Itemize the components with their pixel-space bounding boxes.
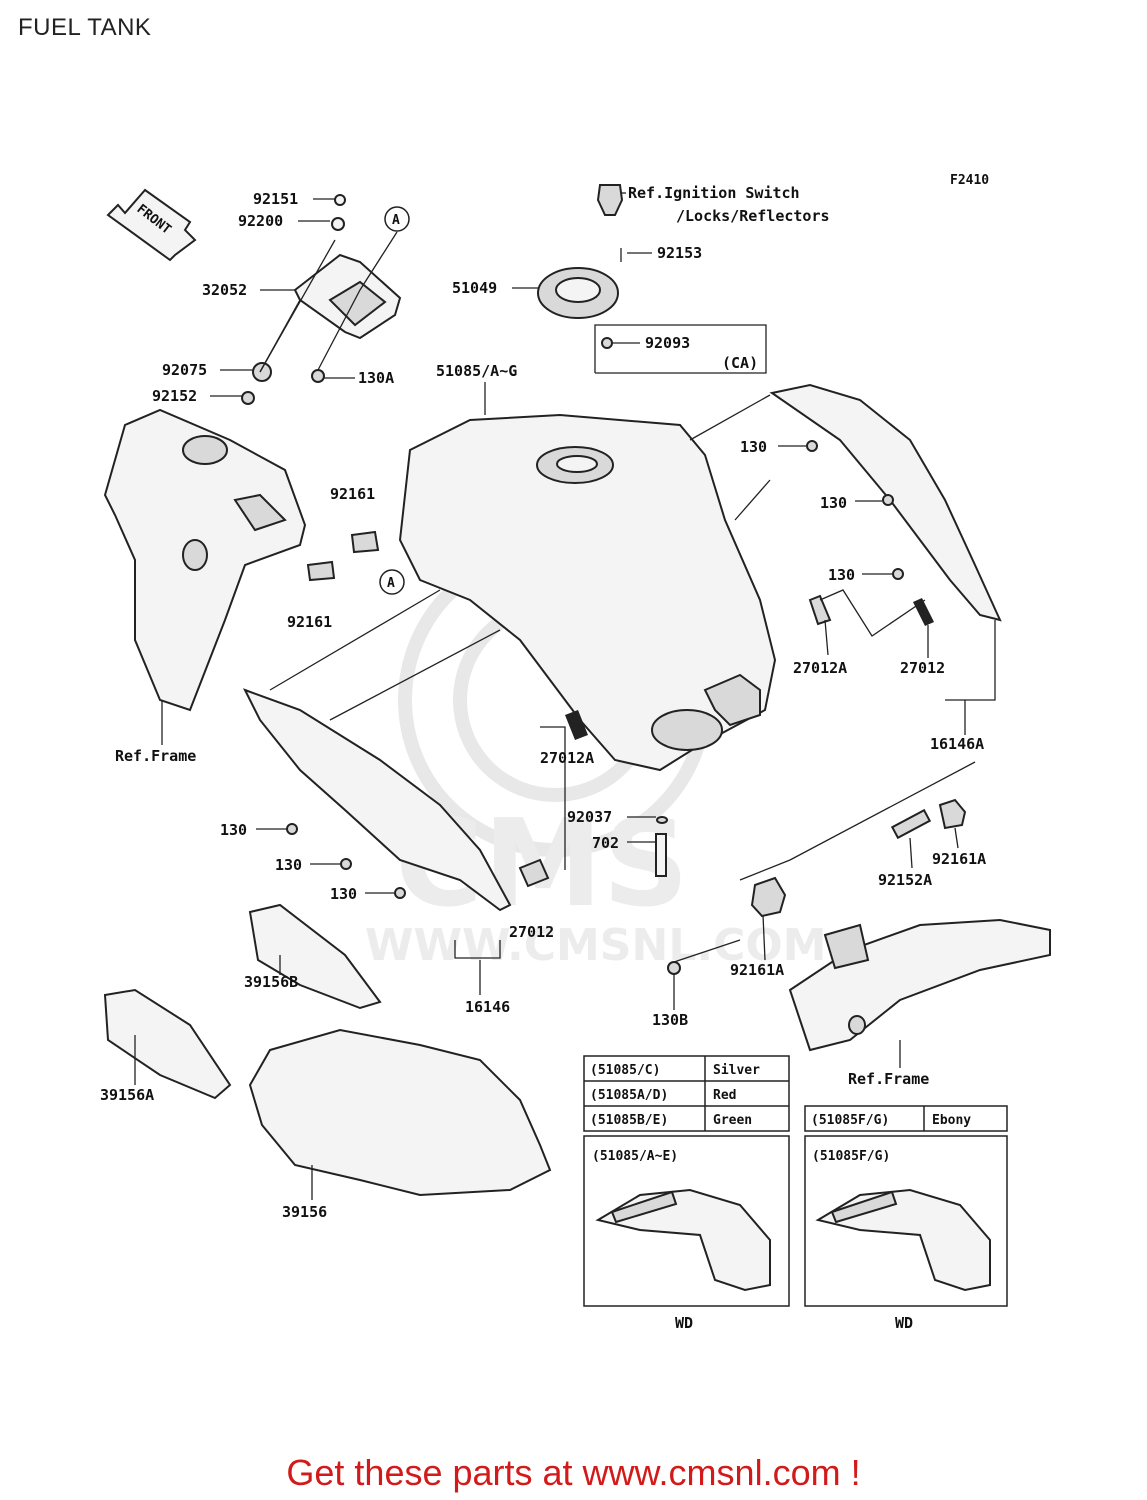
label-ref-frame-1: Ref.Frame <box>115 747 196 765</box>
label-ref-frame-2: Ref.Frame <box>848 1070 929 1088</box>
label-92161A-1: 92161A <box>730 961 784 979</box>
bolt-92151 <box>334 194 346 206</box>
label-92152: 92152 <box>152 387 197 405</box>
insulator-39156A <box>103 988 232 1100</box>
label-CA: (CA) <box>722 354 758 372</box>
label-130-1: 130 <box>740 438 767 456</box>
insulator-39156 <box>248 1028 552 1197</box>
label-130-2: 130 <box>820 494 847 512</box>
washer-92152 <box>241 391 255 405</box>
bolt-130B <box>667 961 681 975</box>
label-32052: 32052 <box>202 281 247 299</box>
ebony-name: Ebony <box>932 1113 971 1128</box>
ignition-lock-icon <box>596 184 624 216</box>
label-130-6: 130 <box>330 885 357 903</box>
variant-right-title: (51085F/G) <box>812 1149 890 1164</box>
label-130-3: 130 <box>828 566 855 584</box>
color-table: (51085/C) Silver (51085A/D) Red (51085B/… <box>583 1055 1008 1132</box>
label-ref-ignition: Ref.Ignition Switch <box>628 184 800 202</box>
callout-a-tank-label: A <box>387 576 395 591</box>
color-name-0: Silver <box>713 1063 760 1078</box>
label-92093: 92093 <box>645 334 690 352</box>
label-92037: 92037 <box>567 808 612 826</box>
color-code-0: (51085/C) <box>590 1063 660 1078</box>
label-130A: 130A <box>358 369 394 387</box>
insulator-39156B <box>248 903 382 1010</box>
watermark-url: WWW.CMSNL.COM <box>365 920 827 971</box>
color-code-1: (51085A/D) <box>590 1088 668 1103</box>
label-wd-left: WD <box>675 1314 693 1332</box>
label-92161-top: 92161 <box>330 485 375 503</box>
label-51049: 51049 <box>452 279 497 297</box>
parts-diagram: CMS WWW.CMSNL.COM FRONT F2410 A A <box>100 173 1051 1332</box>
frame-left <box>103 408 307 712</box>
color-code-2: (51085B/E) <box>590 1113 668 1128</box>
label-92152A: 92152A <box>878 871 932 889</box>
grommet-92075 <box>252 362 272 382</box>
label-27012A-2: 27012A <box>540 749 594 767</box>
variant-box-right: (51085F/G) <box>804 1135 1008 1307</box>
label-130-5: 130 <box>275 856 302 874</box>
label-92153: 92153 <box>657 244 702 262</box>
label-16146: 16146 <box>465 998 510 1016</box>
color-name-2: Green <box>713 1113 752 1128</box>
color-name-1: Red <box>713 1088 736 1103</box>
damper-92161A-left <box>750 876 787 918</box>
promo-banner[interactable]: Get these parts at www.cmsnl.com ! <box>286 1452 861 1493</box>
label-92151: 92151 <box>253 190 298 208</box>
variant-left-title: (51085/A~E) <box>592 1149 678 1164</box>
fuel-tank-51085 <box>398 413 777 772</box>
label-27012A-1: 27012A <box>793 659 847 677</box>
page-title: FUEL TANK <box>18 14 152 41</box>
nut-130A <box>311 369 325 383</box>
label-92075: 92075 <box>162 361 207 379</box>
variant-box-left: (51085/A~E) <box>583 1135 790 1307</box>
callout-a-top <box>384 206 410 232</box>
label-130-4: 130 <box>220 821 247 839</box>
label-39156A: 39156A <box>100 1086 154 1104</box>
oring-92037 <box>656 816 668 824</box>
emblem-27012-right <box>913 598 934 626</box>
label-27012-2: 27012 <box>509 923 554 941</box>
label-39156: 39156 <box>282 1203 327 1221</box>
label-92200: 92200 <box>238 212 283 230</box>
label-92161A-2: 92161A <box>932 850 986 868</box>
figure-code: F2410 <box>950 173 989 188</box>
damper-92161A-right <box>938 798 967 830</box>
frame-rear <box>788 918 1051 1052</box>
label-39156B: 39156B <box>244 973 298 991</box>
ebony-code: (51085F/G) <box>811 1113 889 1128</box>
emblem-27012-left <box>518 858 550 888</box>
callout-a-top-label: A <box>392 213 400 228</box>
emblem-27012A-left <box>565 710 588 740</box>
seal-92093 <box>601 337 613 349</box>
emblem-27012A-right <box>808 594 832 626</box>
front-arrow-icon: FRONT <box>106 188 197 262</box>
label-92161-bottom: 92161 <box>287 613 332 631</box>
bracket-32052 <box>293 253 402 340</box>
label-16146A: 16146A <box>930 735 984 753</box>
side-cover-16146 <box>242 688 512 912</box>
label-51085: 51085/A~G <box>436 362 517 380</box>
collar-92152A <box>890 808 932 840</box>
label-130B: 130B <box>652 1011 688 1029</box>
label-702: 702 <box>592 834 619 852</box>
washer-92200 <box>331 217 345 231</box>
pipe-702 <box>655 833 667 877</box>
callout-a-tank <box>379 569 405 595</box>
pad-92161-bottom <box>306 560 336 582</box>
label-27012-1: 27012 <box>900 659 945 677</box>
label-ref-locks: /Locks/Reflectors <box>676 207 830 225</box>
pad-92161-top <box>350 530 380 554</box>
label-wd-right: WD <box>895 1314 913 1332</box>
